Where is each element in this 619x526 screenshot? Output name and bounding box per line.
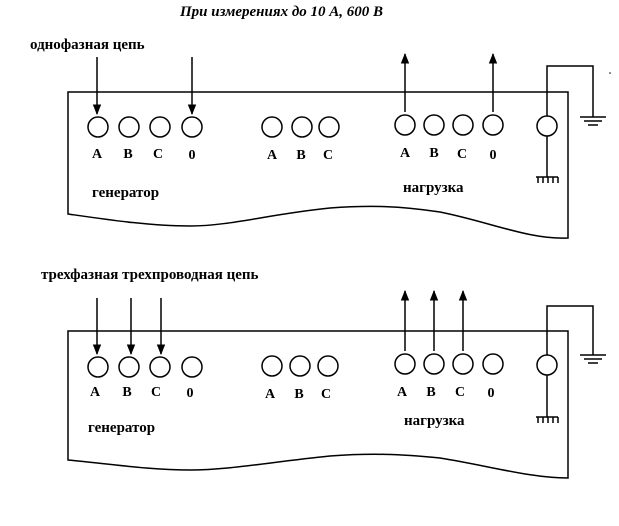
panel-2-mid-label-a: A bbox=[264, 387, 276, 402]
panel-2-load-terminal-a[interactable] bbox=[394, 353, 416, 375]
panel-1-earth-symbol bbox=[580, 116, 606, 126]
panel-1-gen-label-0: 0 bbox=[188, 148, 196, 163]
panel-1-circuit-label: однофазная цепь bbox=[30, 37, 145, 53]
panel-1-ground-wire bbox=[546, 65, 594, 117]
panel-2-load-terminal-b[interactable] bbox=[423, 353, 445, 375]
panel-2-earth-symbol bbox=[580, 354, 606, 364]
panel-1-gen-terminal-a[interactable] bbox=[87, 116, 109, 138]
panel-2 bbox=[67, 289, 606, 479]
panel-2-gen-terminal-0[interactable] bbox=[181, 356, 203, 378]
panel-2-gen-terminal-c[interactable] bbox=[149, 356, 171, 378]
panel-2-gen-label-c: C bbox=[150, 385, 162, 400]
panel-1-mid-terminal-b[interactable] bbox=[291, 116, 313, 138]
panel-1-load-label-b: B bbox=[429, 146, 439, 161]
panel-1-generator-label: генератор bbox=[92, 185, 160, 201]
panel-2-load-terminal-0[interactable] bbox=[482, 353, 504, 375]
panel-1-load-terminal-0[interactable] bbox=[482, 114, 504, 136]
panel-1-load-terminal-a[interactable] bbox=[394, 114, 416, 136]
panel-1-stray-dot bbox=[609, 72, 611, 74]
panel-2-gen-label-a: A bbox=[89, 385, 101, 400]
panel-2-generator-label: генератор bbox=[88, 420, 156, 436]
panel-1-load-label-c: C bbox=[456, 147, 468, 162]
panel-2-load-label-b: B bbox=[426, 385, 436, 400]
panel-2-ground-wire bbox=[546, 305, 594, 355]
panel-2-chassis-ground-symbol bbox=[536, 375, 559, 423]
panel-1-ground-terminal[interactable] bbox=[536, 115, 558, 137]
panel-1-load-label: нагрузка bbox=[403, 180, 464, 196]
panel-2-gen-terminal-a[interactable] bbox=[87, 356, 109, 378]
panel-1 bbox=[67, 52, 611, 239]
panel-2-load-label: нагрузка bbox=[404, 413, 465, 429]
panel-1-load-terminal-c[interactable] bbox=[452, 114, 474, 136]
panel-1-load-label-0: 0 bbox=[489, 148, 497, 163]
panel-1-load-label-a: A bbox=[399, 146, 411, 161]
panel-2-load-label-c: C bbox=[454, 385, 466, 400]
panel-2-load-label-0: 0 bbox=[487, 386, 495, 401]
panel-1-gen-terminal-0[interactable] bbox=[181, 116, 203, 138]
diagram-title: При измерениях до 10 А, 600 В bbox=[180, 4, 384, 20]
panel-2-mid-terminal-b[interactable] bbox=[289, 355, 311, 377]
panel-1-gen-terminal-b[interactable] bbox=[118, 116, 140, 138]
panel-1-mid-label-c: C bbox=[322, 148, 334, 163]
panel-1-mid-label-b: B bbox=[296, 148, 306, 163]
panel-1-mid-label-a: A bbox=[266, 148, 278, 163]
panel-1-chassis-ground-symbol bbox=[536, 136, 559, 183]
panel-1-load-terminal-b[interactable] bbox=[423, 114, 445, 136]
panel-1-gen-terminal-c[interactable] bbox=[149, 116, 171, 138]
panel-2-ground-terminal[interactable] bbox=[536, 354, 558, 376]
panel-2-mid-label-c: C bbox=[320, 387, 332, 402]
panel-2-gen-label-b: B bbox=[122, 385, 132, 400]
panel-2-mid-label-b: B bbox=[294, 387, 304, 402]
panel-2-mid-terminal-a[interactable] bbox=[261, 355, 283, 377]
panel-1-gen-label-a: A bbox=[91, 147, 103, 162]
panel-2-circuit-label: трехфазная трехпроводная цепь bbox=[41, 267, 259, 283]
panel-2-board bbox=[67, 330, 569, 479]
panel-2-gen-label-0: 0 bbox=[186, 386, 194, 401]
panel-2-load-terminal-c[interactable] bbox=[452, 353, 474, 375]
panel-1-board bbox=[67, 91, 569, 239]
panel-1-gen-label-c: C bbox=[152, 147, 164, 162]
panel-2-mid-terminal-c[interactable] bbox=[317, 355, 339, 377]
panel-1-gen-label-b: B bbox=[123, 147, 133, 162]
panel-1-mid-terminal-c[interactable] bbox=[318, 116, 340, 138]
panel-2-load-label-a: A bbox=[396, 385, 408, 400]
panel-2-gen-terminal-b[interactable] bbox=[118, 356, 140, 378]
panel-1-mid-terminal-a[interactable] bbox=[261, 116, 283, 138]
